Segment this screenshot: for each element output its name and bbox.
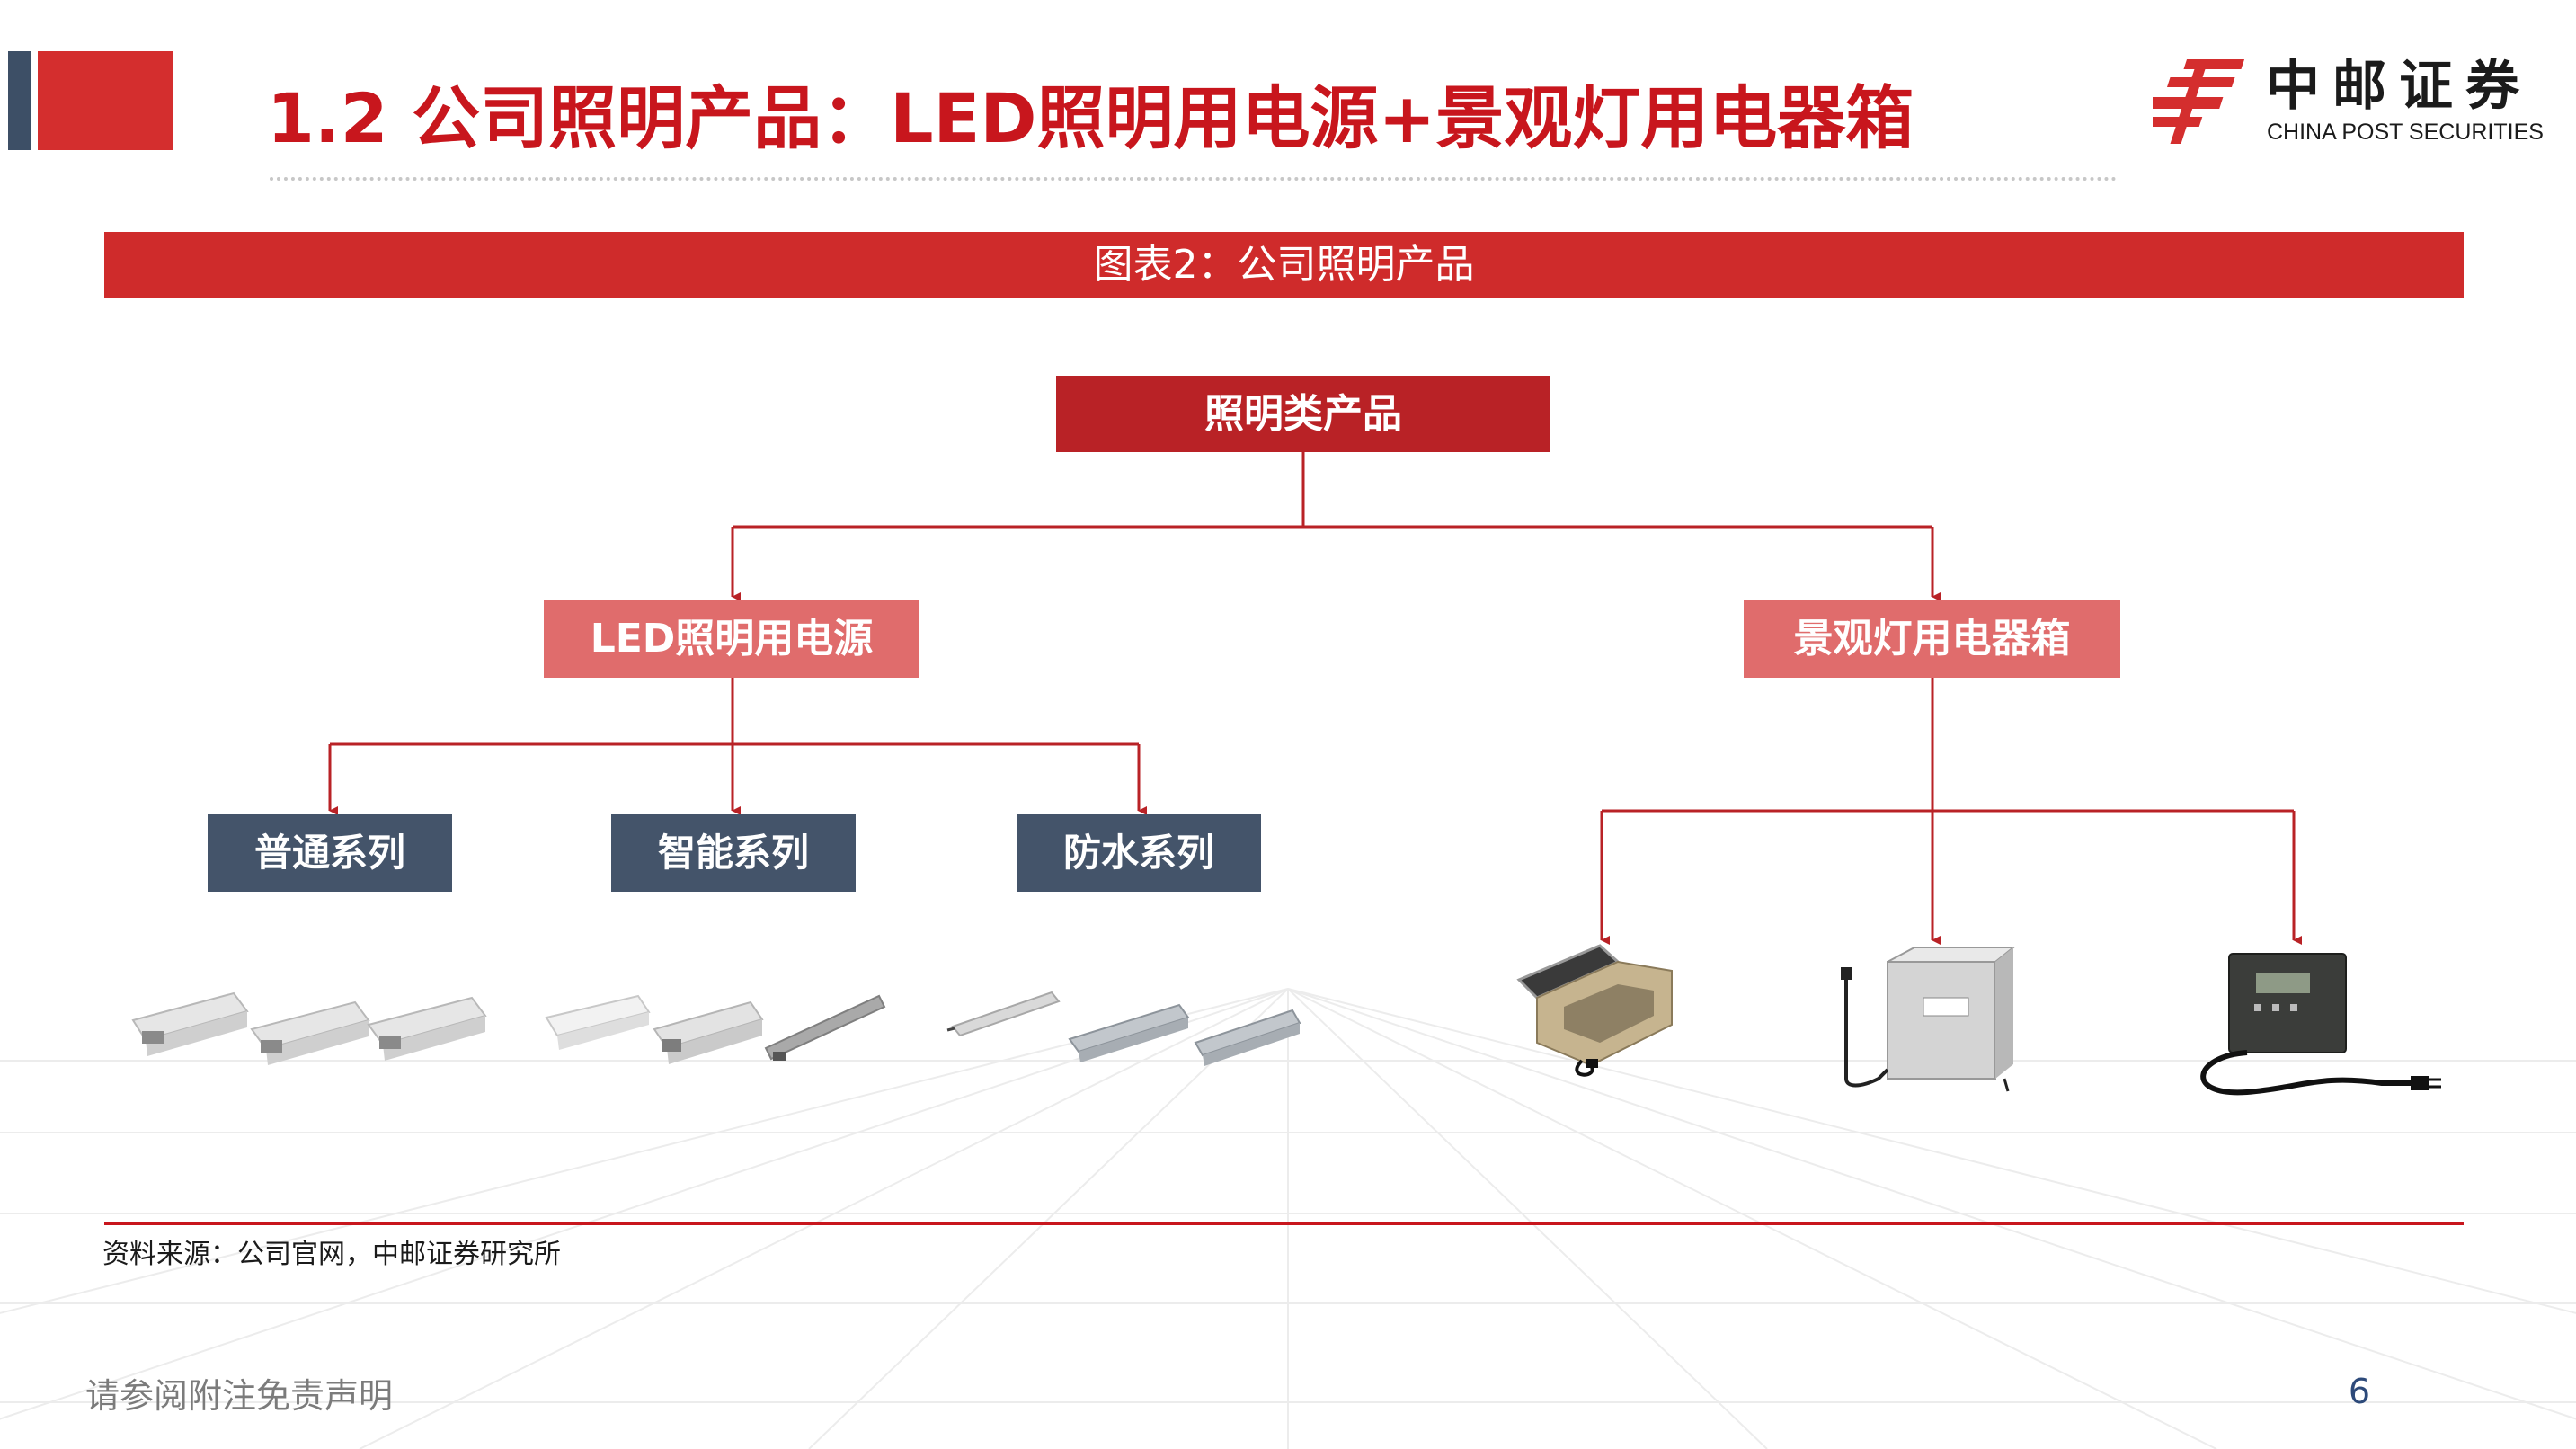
logo-chinese-name: 中邮证券 <box>2266 55 2532 118</box>
series-node-normal: 普通系列 <box>208 814 452 892</box>
series-node-smart: 智能系列 <box>611 814 856 892</box>
series-node-waterproof: 防水系列 <box>1017 814 1261 892</box>
header-accent-bar-red <box>38 51 173 150</box>
landscape-box-open-image <box>1516 944 1673 1077</box>
source-note: 资料来源：公司官网，中邮证券研究所 <box>102 1239 561 1270</box>
branch-node-led-power: LED照明用电源 <box>544 600 919 678</box>
branch-node-landscape-box: 景观灯用电器箱 <box>1744 600 2120 678</box>
waterproof-series-drivers-image <box>946 991 1301 1066</box>
root-node-lighting-products: 照明类产品 <box>1056 376 1550 452</box>
landscape-box-black-image <box>2200 953 2441 1096</box>
logo-english-name: CHINA POST SECURITIES <box>2267 120 2544 145</box>
page-title: 1.2 公司照明产品：LED照明用电源+景观灯用电器箱 <box>267 78 1914 158</box>
china-post-logo-icon <box>2153 59 2245 144</box>
disclaimer-note: 请参阅附注免责声明 <box>85 1376 394 1416</box>
landscape-box-silver-image <box>1841 947 2016 1092</box>
company-logo: 中邮证券 CHINA POST SECURITIES <box>2153 54 2548 153</box>
page-number: 6 <box>2348 1372 2371 1411</box>
footer-divider <box>104 1222 2464 1225</box>
header-accent-bar-dark <box>8 51 31 150</box>
title-divider <box>270 177 2118 181</box>
figure-caption-banner: 图表2：公司照明产品 <box>104 232 2464 298</box>
normal-series-drivers-image <box>131 991 487 1065</box>
smart-series-drivers-image <box>545 994 886 1064</box>
